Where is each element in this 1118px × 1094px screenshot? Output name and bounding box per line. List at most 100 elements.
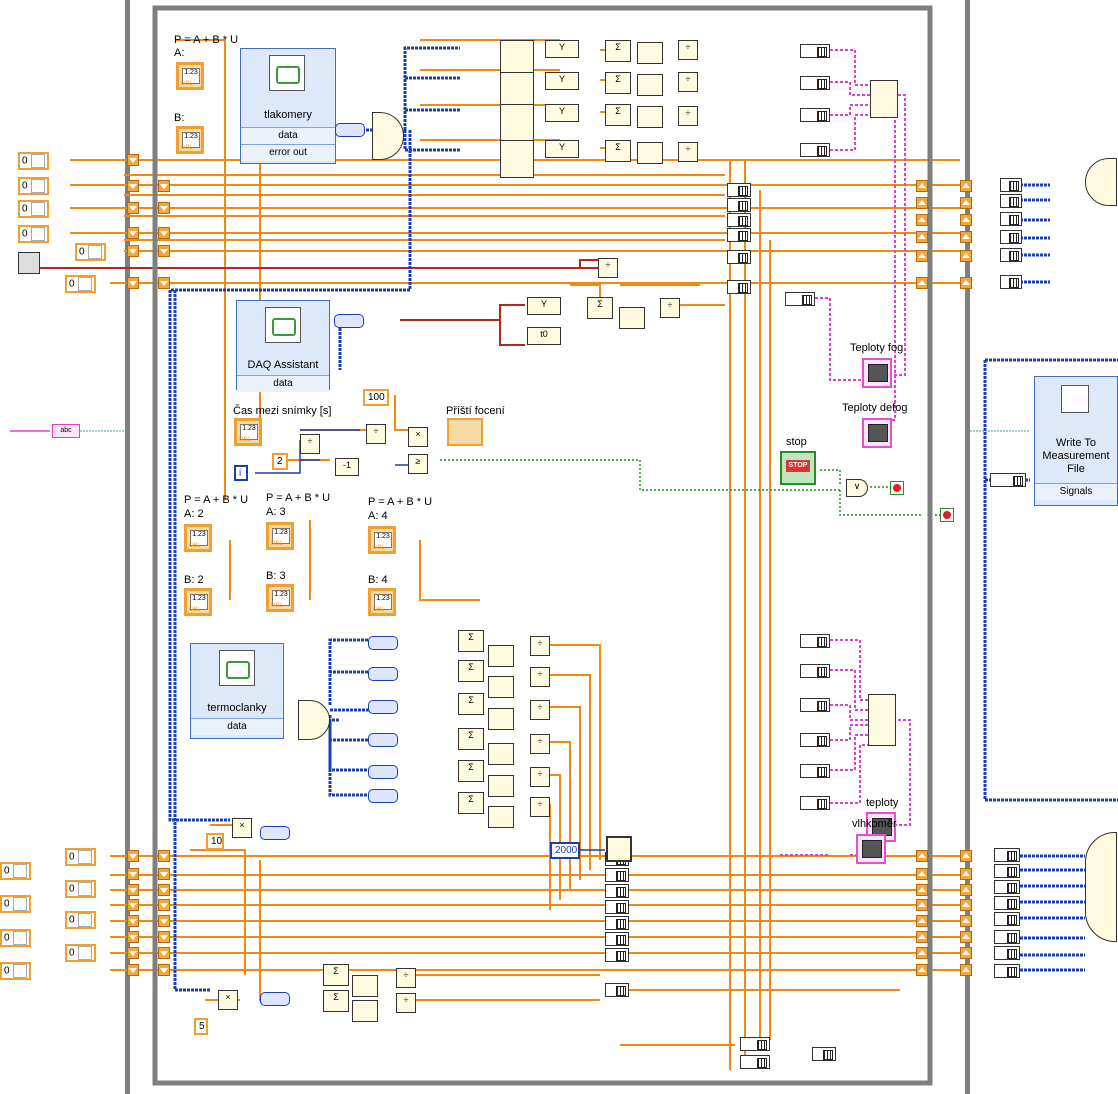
xy-graph-teploty-defog[interactable]: [862, 418, 892, 448]
sequence-tunnel: [158, 915, 170, 927]
linear-fit-node: [500, 140, 534, 178]
numeric-control-array[interactable]: 0: [0, 929, 31, 947]
divide-node: ÷: [396, 993, 416, 1013]
numeric-control-array[interactable]: 0: [0, 862, 31, 880]
array-size-node: [619, 307, 645, 329]
multiply-node: ×: [218, 990, 238, 1010]
numeric-control-array[interactable]: 0: [0, 895, 31, 913]
terminal-data[interactable]: data: [191, 718, 283, 735]
terminal-data[interactable]: data: [237, 375, 329, 392]
sequence-tunnel: [916, 180, 928, 192]
sum-glyph: Σ: [333, 992, 339, 1002]
build-cluster-array: [868, 694, 896, 746]
multiply-node: ×: [408, 427, 428, 447]
sequence-tunnel: [916, 931, 928, 943]
numeric-control-array[interactable]: 0: [65, 275, 96, 293]
dbl-tag: DBL: [373, 607, 385, 613]
add-array-elements: Σ: [458, 728, 484, 750]
component-y: Y: [559, 42, 565, 52]
index-box: [31, 227, 45, 241]
express-vi-write-to-measurement-file[interactable]: Write To Measurement File Signals: [1034, 376, 1118, 506]
xy-graph-vlhkomer[interactable]: [856, 834, 886, 864]
loop-tunnel: [127, 868, 139, 880]
express-vi-daq-assistant[interactable]: DAQ Assistant data: [236, 300, 330, 390]
xy-graph-teploty-fog[interactable]: [862, 358, 892, 388]
index-box: [31, 202, 45, 216]
numeric-control-array[interactable]: 0: [65, 880, 96, 898]
merge-signals-node: [1085, 832, 1117, 942]
array-size-node: [637, 106, 663, 128]
divide-node: ÷: [660, 298, 680, 318]
add-array-elements: Σ: [605, 40, 631, 62]
sequence-tunnel: [158, 947, 170, 959]
numeric-control-array[interactable]: 0: [0, 962, 31, 980]
multiply-glyph: ×: [225, 992, 230, 1002]
add-array-elements: Σ: [605, 72, 631, 94]
index-box: [78, 946, 92, 960]
array-size-node: [352, 1000, 378, 1022]
label-teploty-fog: Teploty fog: [850, 342, 903, 355]
get-waveform-y: Y: [545, 40, 579, 58]
dbl-tag: DBL: [239, 437, 251, 443]
index-array-node: [1000, 212, 1022, 226]
index-array-node: [994, 880, 1020, 894]
bundle-node: [740, 1055, 770, 1069]
constant-2[interactable]: 2: [272, 453, 288, 470]
label-teploty: teploty: [866, 797, 898, 810]
sequence-tunnel: [916, 231, 928, 243]
numeric-control-array[interactable]: 0: [65, 848, 96, 866]
bundle-node: [800, 634, 830, 648]
numeric-value: 0: [22, 229, 28, 240]
express-vi-tlakomery[interactable]: tlakomery data error out: [240, 48, 336, 164]
index-box: [13, 864, 27, 878]
numeric-control-array[interactable]: 0: [75, 243, 106, 261]
add-array-elements: Σ: [605, 140, 631, 162]
get-waveform-t0: t0: [527, 327, 561, 345]
constant-2000[interactable]: 2000: [550, 842, 580, 859]
build-array-node: [727, 250, 751, 264]
divide-node: ÷: [530, 767, 550, 787]
sequence-tunnel: [158, 931, 170, 943]
numeric-control-array[interactable]: 0: [65, 944, 96, 962]
loop-condition-terminal: [890, 481, 904, 495]
sequence-tunnel: [158, 964, 170, 976]
file-path-control[interactable]: [18, 252, 40, 274]
sequence-tunnel: [158, 277, 170, 289]
string-control[interactable]: abc: [52, 424, 80, 438]
numeric-control-array[interactable]: 0: [65, 911, 96, 929]
sequence-tunnel: [158, 850, 170, 862]
dbl-tag: DBL: [271, 603, 283, 609]
numeric-value: 0: [4, 899, 10, 910]
express-vi-termoclanky[interactable]: termoclanky data: [190, 643, 284, 739]
numeric-control-array[interactable]: 0: [18, 152, 49, 170]
numeric-value: 0: [22, 204, 28, 215]
terminal-signals[interactable]: Signals: [1035, 483, 1117, 500]
numeric-control-array[interactable]: 0: [18, 200, 49, 218]
stop-glyph: STOP: [786, 460, 810, 472]
constant-100[interactable]: 100: [363, 389, 389, 406]
divide-glyph: ÷: [374, 426, 379, 436]
numeric-control-array[interactable]: 0: [18, 225, 49, 243]
terminal-error-out[interactable]: error out: [241, 144, 335, 161]
loop-tunnel: [960, 214, 972, 226]
stop-button[interactable]: STOP: [780, 451, 816, 485]
loop-tunnel: [127, 202, 139, 214]
constant-10[interactable]: 10: [206, 833, 224, 850]
numeric-control-array[interactable]: 0: [18, 177, 49, 195]
terminal-data[interactable]: data: [241, 127, 335, 144]
index-box: [13, 897, 27, 911]
label-b4: B: 4: [368, 574, 388, 587]
numeric-value: 0: [4, 933, 10, 944]
numeric-indicator-pristi-foceni: [447, 418, 483, 446]
loop-tunnel: [960, 931, 972, 943]
constant-5[interactable]: 5: [194, 1018, 208, 1035]
